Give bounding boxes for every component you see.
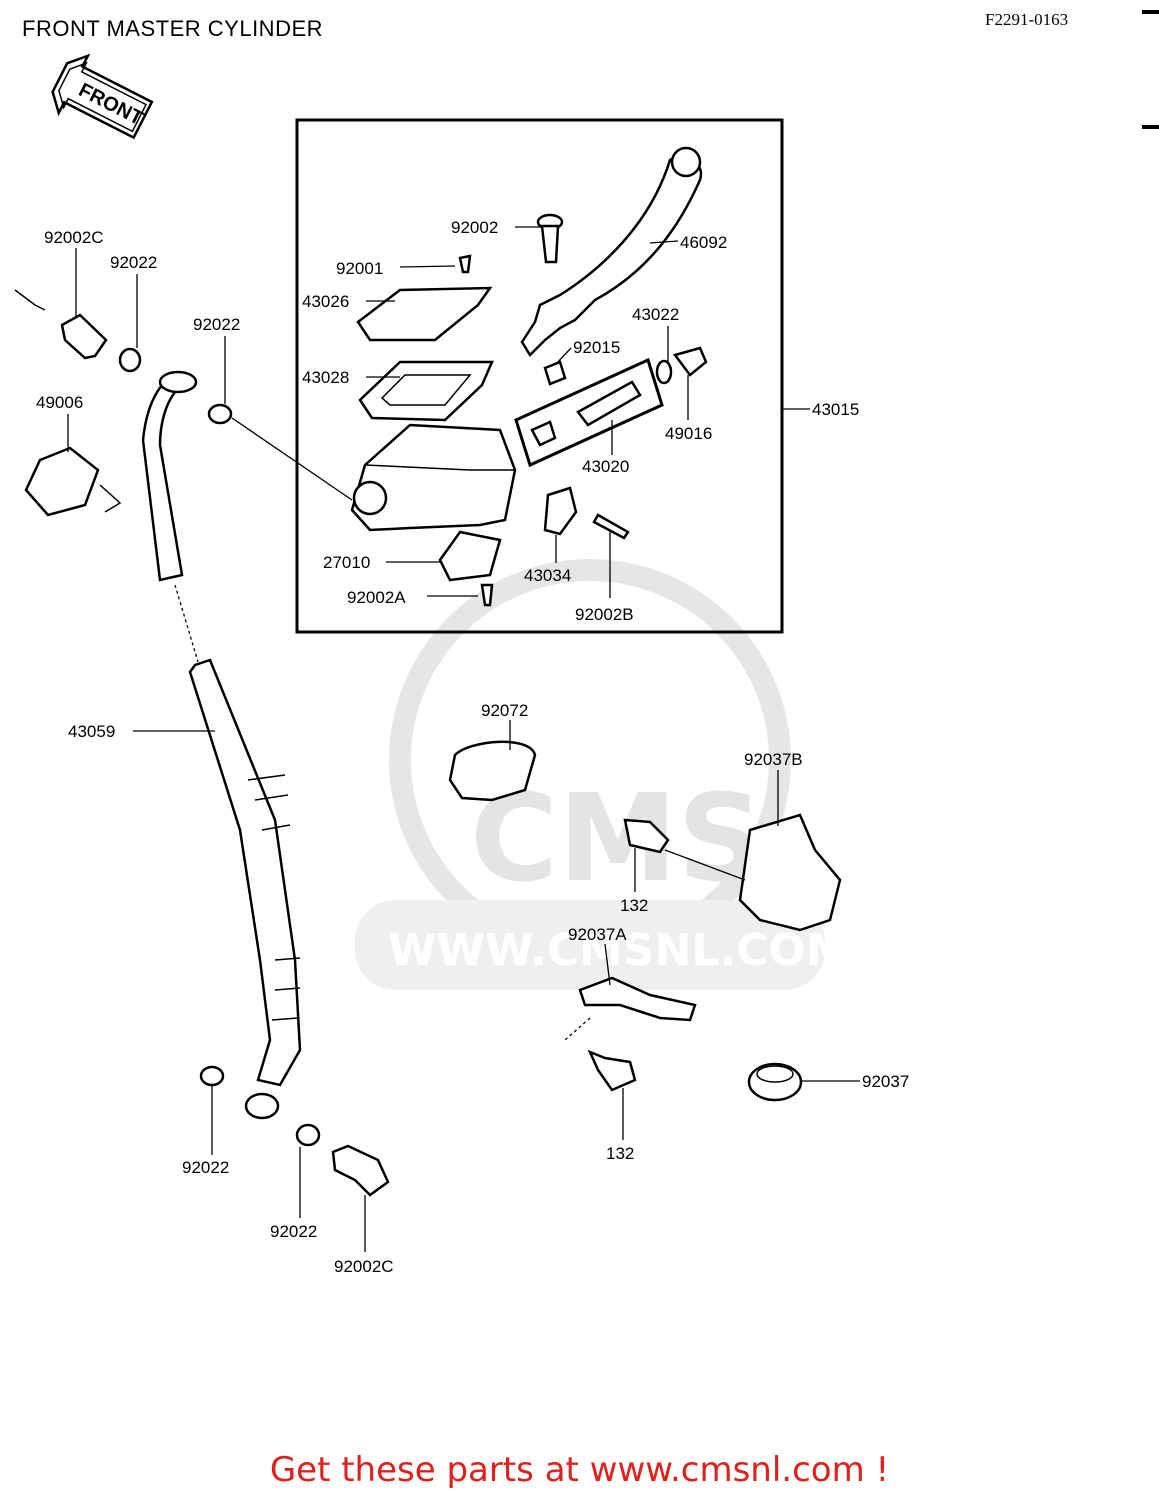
callout-92001: 92001 (336, 259, 383, 278)
figure-code: F2291-0163 (985, 10, 1069, 29)
callout-92072: 92072 (481, 701, 528, 720)
callout-49006: 49006 (36, 393, 83, 412)
callout-92002C-bottom: 92002C (334, 1257, 394, 1276)
callout-92022-b: 92022 (193, 315, 240, 334)
callout-92015: 92015 (573, 338, 620, 357)
callout-43028: 43028 (302, 368, 349, 387)
callout-92037A: 92037A (568, 925, 627, 944)
callout-92002C-top: 92002C (44, 228, 104, 247)
callout-43022: 43022 (632, 305, 679, 324)
watermark: CMS WWW.CMSNL.COM (355, 559, 850, 990)
callout-92002A: 92002A (347, 588, 406, 607)
callout-43026: 43026 (302, 292, 349, 311)
callout-43034: 43034 (524, 566, 571, 585)
callout-46092: 46092 (680, 233, 727, 252)
promo-link[interactable]: Get these parts at www.cmsnl.com ! (269, 1450, 890, 1490)
callouts: 92002C 92022 92022 49006 92002 46092 920… (36, 218, 909, 1276)
callout-132-b: 132 (606, 1144, 634, 1163)
callout-92037: 92037 (862, 1072, 909, 1091)
callout-27010: 27010 (323, 553, 370, 572)
assembly-box (295, 118, 784, 634)
callout-43059: 43059 (68, 722, 115, 741)
front-arrow-icon: FRONT (51, 53, 154, 140)
diagram-title: FRONT MASTER CYLINDER (22, 16, 324, 41)
watermark-logo: CMS (470, 770, 764, 909)
callout-43020: 43020 (582, 457, 629, 476)
callout-92022-d: 92022 (270, 1222, 317, 1241)
callout-92002B: 92002B (575, 605, 634, 624)
callout-132-a: 132 (620, 896, 648, 915)
leader-lines (67, 226, 860, 1252)
pivot-bolt (536, 213, 564, 264)
master-cylinder-body (350, 423, 517, 532)
callout-92037B: 92037B (744, 750, 803, 769)
brake-lever (520, 146, 703, 358)
callout-92022-c: 92022 (182, 1158, 229, 1177)
brake-hose (141, 370, 302, 1120)
callout-92002: 92002 (451, 218, 498, 237)
callout-43015: 43015 (812, 400, 859, 419)
callout-92022-a: 92022 (110, 253, 157, 272)
callout-49016: 49016 (665, 424, 712, 443)
watermark-url: WWW.CMSNL.COM (388, 925, 850, 976)
